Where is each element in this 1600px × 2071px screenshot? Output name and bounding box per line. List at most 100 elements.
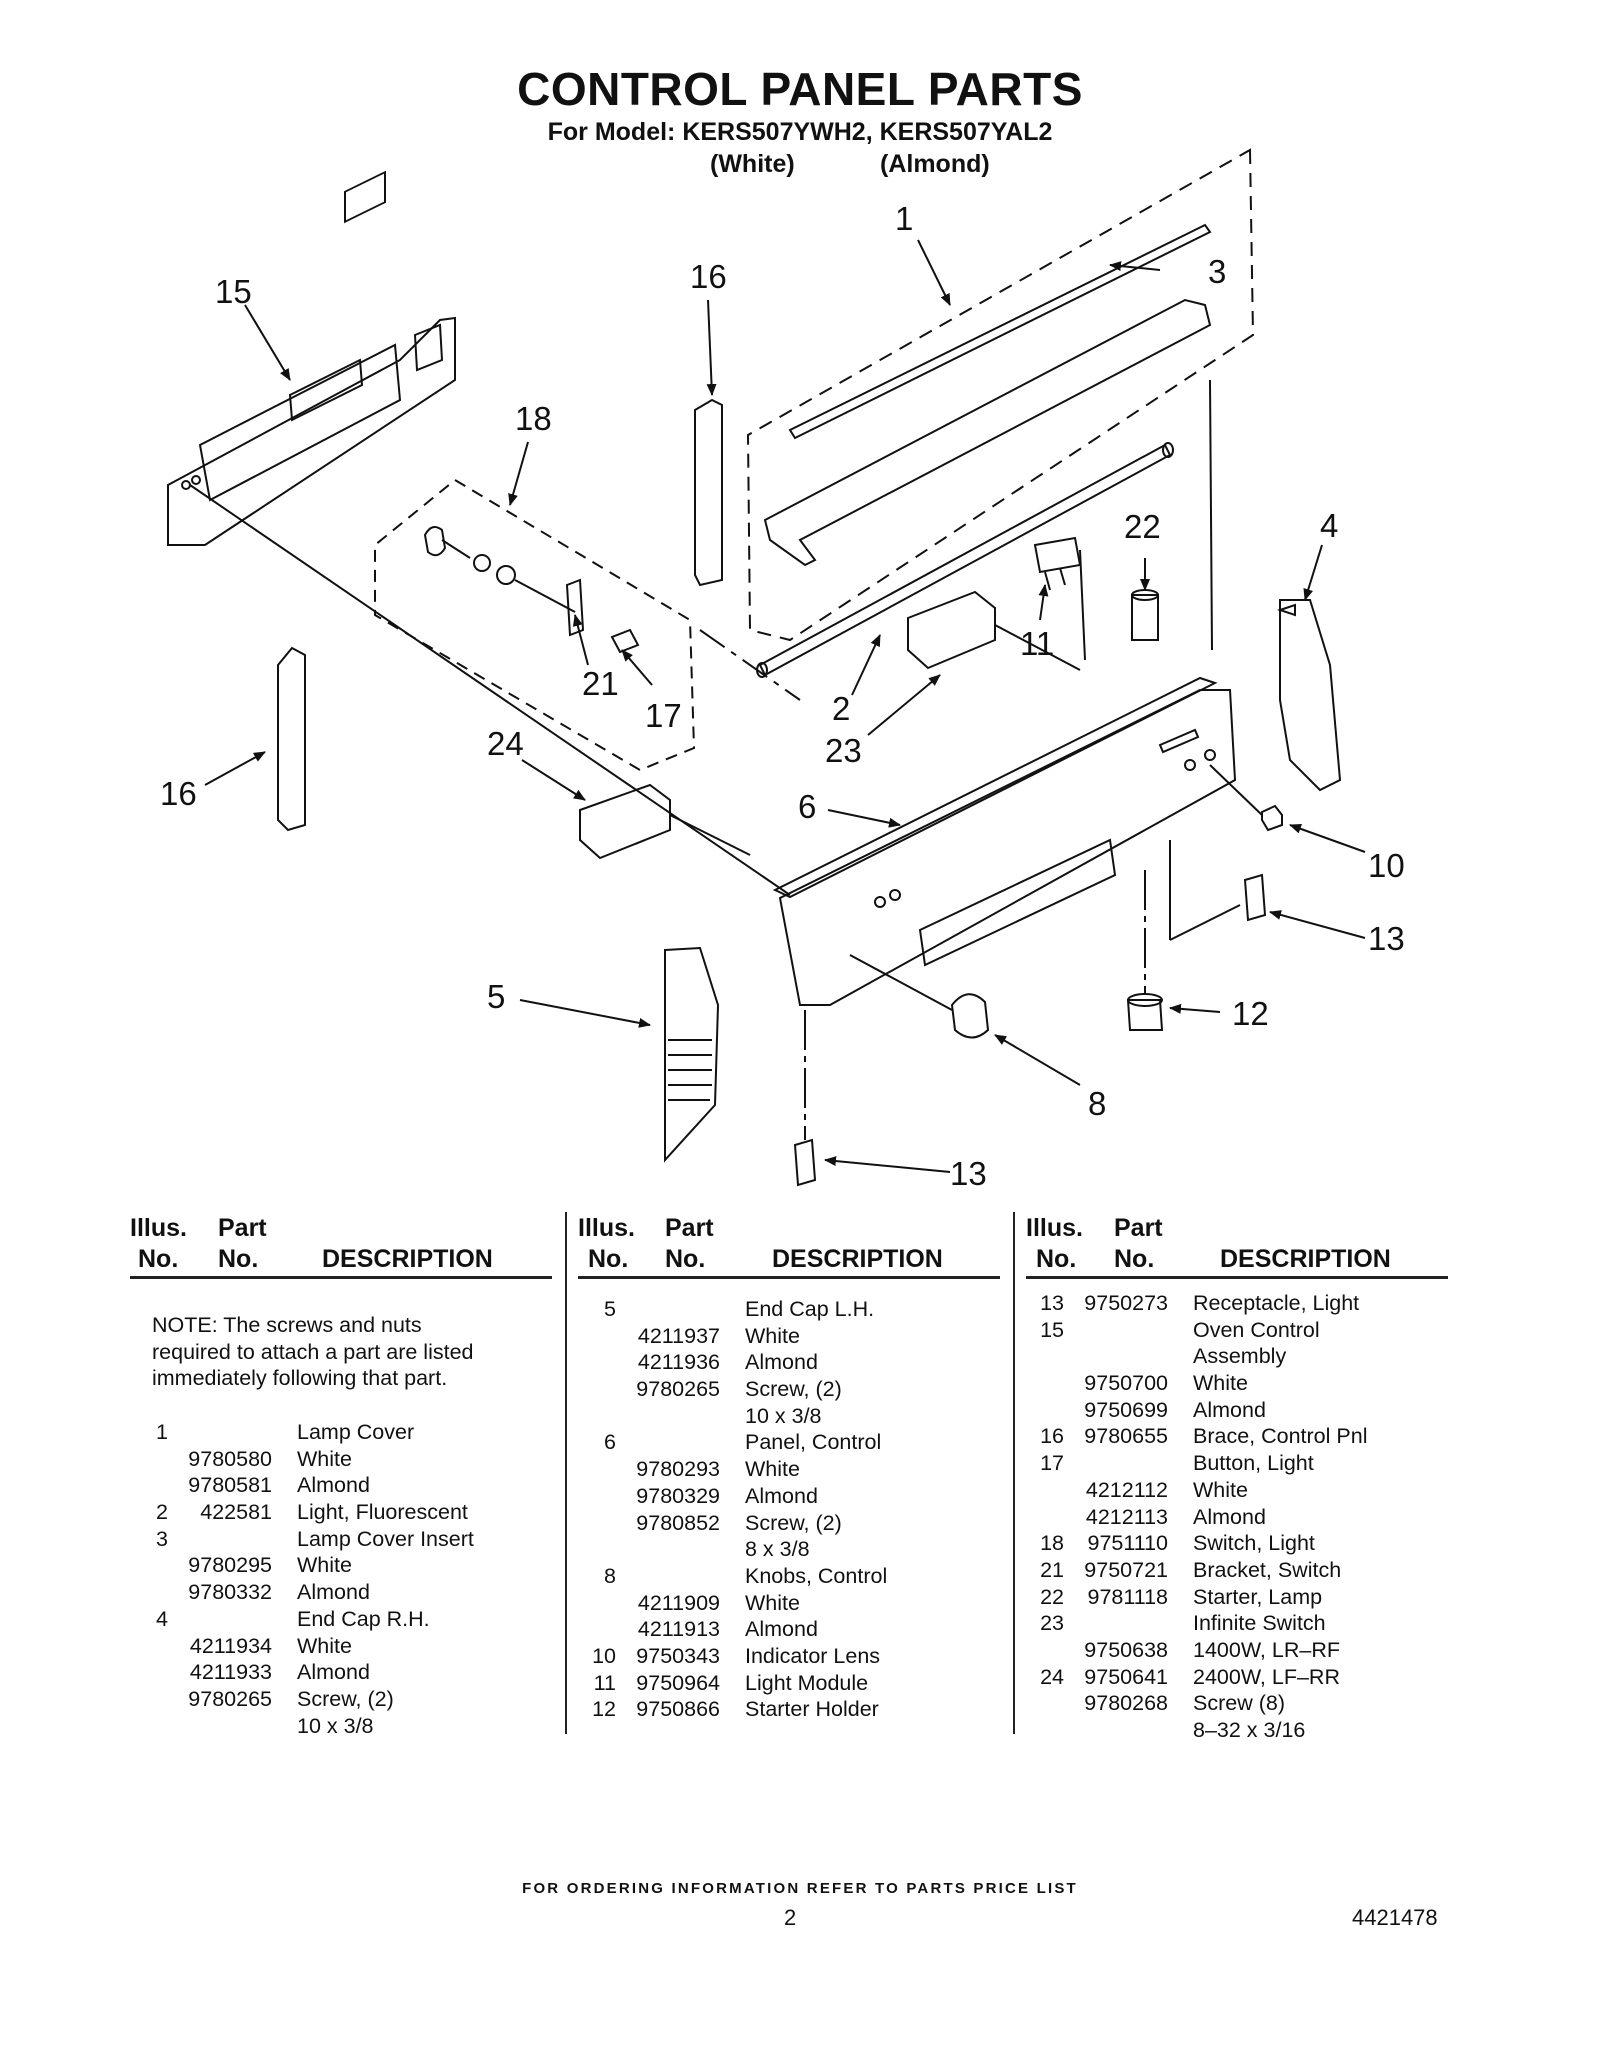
lamp-cover bbox=[763, 298, 1212, 567]
ordering-footer: FOR ORDERING INFORMATION REFER TO PARTS … bbox=[522, 1880, 1078, 1897]
illus-label: Illus. bbox=[1026, 1214, 1083, 1242]
col2-illus-header: Illus. No. bbox=[578, 1213, 635, 1275]
page-number: 2 bbox=[784, 1905, 797, 1930]
control-knob bbox=[950, 993, 990, 1039]
illus-label: Illus. bbox=[130, 1214, 187, 1242]
illus-label: Illus. bbox=[578, 1214, 635, 1242]
illus-number: 23 bbox=[1040, 1611, 1064, 1636]
col1-part-header: Part No. bbox=[218, 1213, 267, 1275]
callout-10: 10 bbox=[1368, 847, 1405, 884]
part-description: White bbox=[1193, 1371, 1248, 1396]
illus-no-label: No. bbox=[588, 1245, 629, 1273]
part-number: 9780265 bbox=[636, 1377, 720, 1402]
illus-number: 21 bbox=[1040, 1557, 1064, 1582]
illus-number: 4 bbox=[156, 1606, 168, 1631]
illus-number: 16 bbox=[1040, 1424, 1064, 1449]
part-description: 1400W, LR–RF bbox=[1193, 1637, 1340, 1662]
part-description: White bbox=[297, 1553, 352, 1578]
callout-16-upper: 16 bbox=[690, 258, 727, 295]
part-number: 9750638 bbox=[1084, 1637, 1168, 1662]
callout-12: 12 bbox=[1232, 995, 1269, 1032]
page-title: CONTROL PANEL PARTS bbox=[517, 63, 1083, 115]
callout-11: 11 bbox=[1020, 625, 1055, 662]
illus-number: 5 bbox=[604, 1297, 616, 1321]
callout-4: 4 bbox=[1320, 507, 1339, 544]
illus-number: 22 bbox=[1040, 1584, 1064, 1609]
part-number: 9750641 bbox=[1084, 1664, 1168, 1689]
fluorescent-tube bbox=[758, 443, 1172, 677]
part-description: Almond bbox=[1193, 1504, 1266, 1529]
col3-illus-header: Illus. No. bbox=[1026, 1213, 1083, 1275]
end-cap-right bbox=[1279, 599, 1342, 792]
illus-number: 24 bbox=[1040, 1664, 1064, 1689]
callout-15: 15 bbox=[215, 273, 252, 310]
part-label: Part bbox=[1114, 1214, 1163, 1242]
col1-description-header: DESCRIPTION bbox=[322, 1245, 493, 1273]
col3-header-rule bbox=[1026, 1276, 1448, 1279]
part-description: White bbox=[297, 1446, 352, 1471]
callout-3: 3 bbox=[1208, 253, 1227, 290]
part-description: Brace, Control Pnl bbox=[1193, 1424, 1368, 1449]
light-module bbox=[1033, 536, 1082, 574]
part-description: Oven Control bbox=[1193, 1317, 1320, 1342]
part-description: Receptacle, Light bbox=[1193, 1291, 1360, 1315]
light-receptacle-right bbox=[1243, 873, 1267, 922]
callout-13-right: 13 bbox=[1368, 920, 1405, 957]
part-number: 9780295 bbox=[188, 1553, 272, 1578]
part-number: 9780581 bbox=[188, 1473, 272, 1498]
parts-row: 8 x 3/8 bbox=[578, 1537, 998, 1564]
part-description: Screw (8) bbox=[1193, 1691, 1285, 1716]
control-panel-brace-lower bbox=[277, 646, 306, 832]
part-no-label: No. bbox=[1114, 1245, 1155, 1273]
illus-number: 17 bbox=[1040, 1451, 1064, 1476]
col3-part-header: Part No. bbox=[1114, 1213, 1163, 1275]
part-description: 10 x 3/8 bbox=[297, 1713, 374, 1738]
col1-illus-header: Illus. No. bbox=[130, 1213, 187, 1275]
parts-row: Assembly bbox=[1026, 1344, 1446, 1371]
part-description: 10 x 3/8 bbox=[745, 1403, 822, 1428]
part-description: Almond bbox=[297, 1473, 370, 1498]
part-description: Almond bbox=[297, 1580, 370, 1605]
part-description: White bbox=[745, 1457, 800, 1482]
parts-row: 8–32 x 3/16 bbox=[1026, 1718, 1446, 1745]
part-number: 9780852 bbox=[636, 1510, 720, 1535]
part-number: 9750343 bbox=[636, 1643, 720, 1668]
part-number: 9780580 bbox=[188, 1446, 272, 1471]
col2-header-rule bbox=[578, 1276, 1000, 1279]
parts-row: 10 x 3/8 bbox=[130, 1714, 550, 1741]
illus-number: 3 bbox=[156, 1526, 168, 1551]
switch-light bbox=[423, 525, 447, 557]
part-number: 4211913 bbox=[637, 1617, 720, 1642]
finish-almond-label: (Almond) bbox=[880, 150, 990, 178]
part-description: Knobs, Control bbox=[745, 1563, 888, 1588]
parts-row: 9780293 White bbox=[578, 1457, 998, 1484]
part-description: White bbox=[745, 1323, 800, 1348]
part-description: White bbox=[297, 1633, 352, 1658]
illus-number: 1 bbox=[156, 1420, 168, 1444]
parts-row: 9750700 White bbox=[1026, 1371, 1446, 1398]
part-number: 9750700 bbox=[1084, 1371, 1168, 1396]
callout-6: 6 bbox=[798, 788, 817, 825]
parts-row: 9780580 White bbox=[130, 1447, 550, 1474]
part-description: Lamp Cover bbox=[297, 1420, 415, 1444]
part-number: 422581 bbox=[200, 1500, 272, 1525]
part-number: 9780293 bbox=[636, 1457, 720, 1482]
